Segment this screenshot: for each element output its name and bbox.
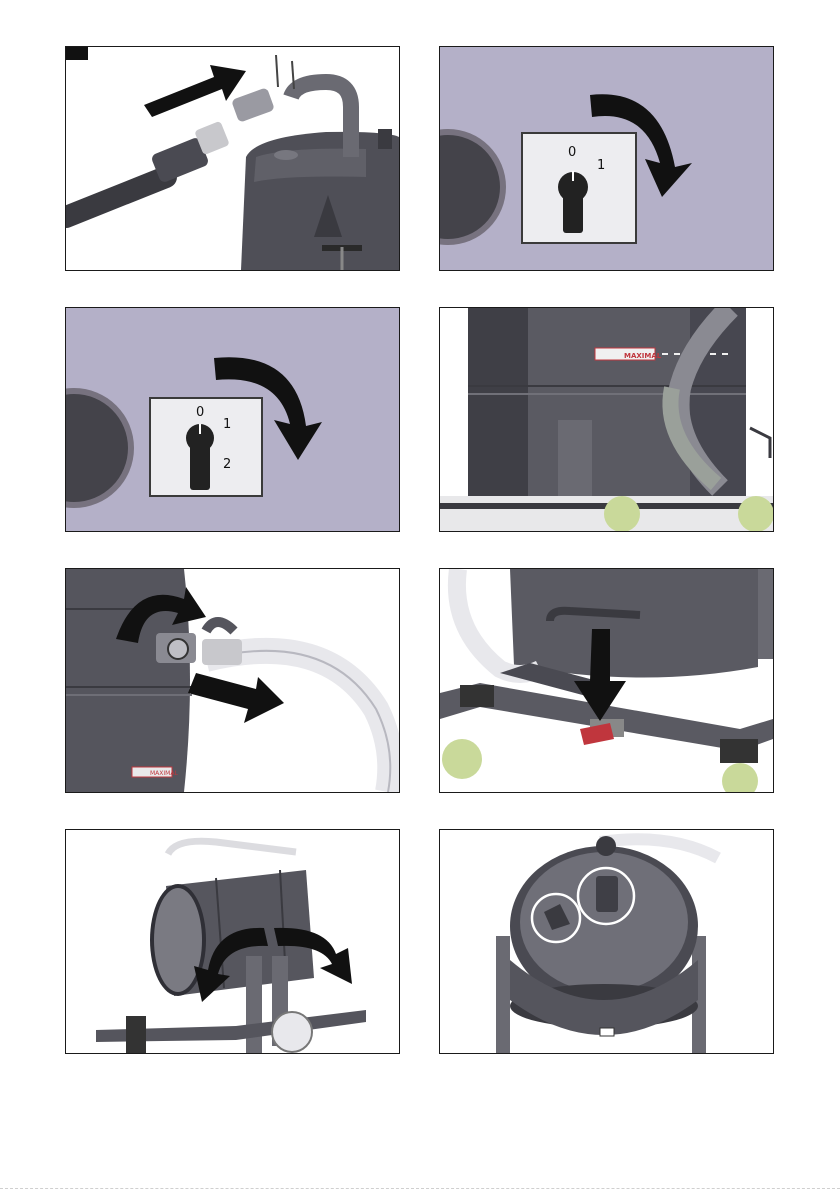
container-inside-illustration <box>440 830 773 1053</box>
panel-connect-hose <box>65 46 400 271</box>
switch-label-2: 2 <box>223 457 231 472</box>
panel-switch-2pos: 0 1 <box>439 46 774 271</box>
panel-container-inside <box>439 829 774 1054</box>
panel-switch-3pos: 0 1 2 <box>65 307 400 532</box>
switch-label-1: 1 <box>223 417 231 432</box>
tilt-container-illustration <box>66 830 399 1053</box>
switch-label-1: 1 <box>597 158 605 173</box>
maximal-label: MAXIMAL <box>150 770 178 777</box>
maximal-label: MAXIMAL <box>624 352 662 360</box>
switch-2pos-illustration: 0 1 <box>440 47 773 270</box>
switch-label-0: 0 <box>196 405 204 420</box>
page-bottom-edge <box>0 1188 840 1189</box>
connect-hose-illustration <box>66 47 399 270</box>
foot-lock-illustration <box>440 569 773 792</box>
insert-arrow-icon <box>144 65 246 117</box>
panel-foot-lock <box>439 568 774 793</box>
drain-hose-illustration: MAXIMAL <box>66 569 399 792</box>
switch-3pos-illustration: 0 1 2 <box>66 308 399 531</box>
switch-label-0: 0 <box>568 145 576 160</box>
panel-tilt-container <box>65 829 400 1054</box>
fill-level-illustration: MAXIMAL <box>440 308 773 531</box>
panel-fill-level: MAXIMAL <box>439 307 774 532</box>
panel-drain-hose: MAXIMAL <box>65 568 400 793</box>
